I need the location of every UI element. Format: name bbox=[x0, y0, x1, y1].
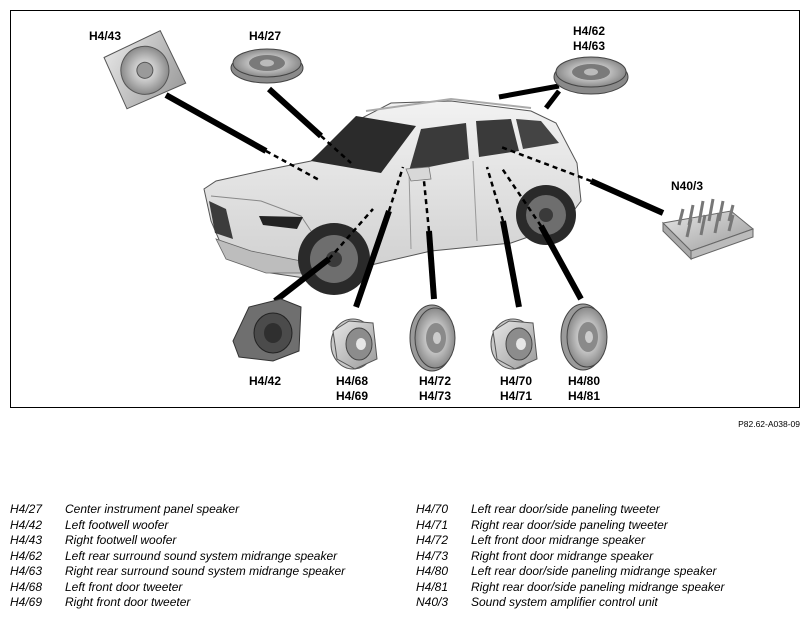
legend-row: H4/71 Right rear door/side paneling tweet… bbox=[416, 518, 724, 534]
label-h4-80: H4/80 bbox=[568, 374, 601, 388]
legend-desc: Left rear door/side paneling midrange sp… bbox=[471, 564, 717, 578]
label-h4-68-69: H4/68 H4/69 bbox=[336, 374, 368, 404]
legend-code: H4/73 bbox=[416, 548, 449, 563]
h4-80-81-speaker bbox=[560, 303, 608, 371]
legend-code: H4/72 bbox=[416, 533, 449, 547]
label-h4-70-71: H4/70 H4/71 bbox=[500, 374, 532, 404]
label-h4-43: H4/43 bbox=[89, 29, 122, 43]
h4-43-speaker bbox=[103, 30, 187, 110]
label-h4-69: H4/69 bbox=[336, 389, 369, 403]
legend-row: H4/80 Left rear door/side paneling midran… bbox=[416, 564, 724, 580]
label-h4-81: H4/81 bbox=[568, 389, 601, 403]
label-h4-63: H4/63 bbox=[573, 39, 606, 53]
diagram-drawing bbox=[103, 30, 755, 372]
label-h4-62-63: H4/62 H4/63 bbox=[573, 24, 605, 54]
legend-row: H4/27 Center instrument panel speaker bbox=[10, 502, 345, 518]
label-h4-80-81: H4/80 H4/81 bbox=[568, 374, 600, 404]
legend-row: H4/73 Right front door midrange speaker bbox=[416, 549, 724, 565]
label-h4-62: H4/62 bbox=[573, 24, 606, 38]
legend-right: H4/70 Left rear door/side paneling tweete… bbox=[416, 502, 724, 611]
legend-left: H4/27 Center instrument panel speaker H4/… bbox=[10, 502, 345, 611]
n40-3-amplifier bbox=[661, 198, 755, 261]
legend-row: H4/81 Right rear door/side paneling midra… bbox=[416, 580, 724, 596]
legend-desc: Right front door tweeter bbox=[65, 595, 191, 609]
legend-desc: Sound system amplifier control unit bbox=[471, 595, 658, 609]
figure-code: P82.62-A038-09 bbox=[738, 419, 800, 429]
legend-code: H4/27 bbox=[10, 502, 43, 516]
legend-code: H4/63 bbox=[10, 564, 43, 578]
label-h4-73: H4/73 bbox=[419, 389, 452, 403]
legend-code: N40/3 bbox=[416, 595, 449, 609]
legend-desc: Left footwell woofer bbox=[65, 517, 169, 532]
legend-desc: Right footwell woofer bbox=[65, 533, 177, 547]
legend-row: H4/70 Left rear door/side paneling tweete… bbox=[416, 502, 724, 518]
h4-42-speaker bbox=[232, 298, 302, 362]
legend-code: H4/42 bbox=[10, 517, 43, 532]
legend-desc: Left rear door/side paneling tweeter bbox=[471, 502, 660, 516]
label-h4-68: H4/68 bbox=[336, 374, 369, 388]
legend-row: H4/42 Left footwell woofer bbox=[10, 518, 345, 534]
legend-desc: Right rear door/side paneling tweeter bbox=[471, 517, 668, 532]
h4-72-73-speaker bbox=[409, 304, 456, 372]
legend-row: H4/68 Left front door tweeter bbox=[10, 580, 345, 596]
legend-row: H4/43 Right footwell woofer bbox=[10, 533, 345, 549]
leader-lines bbox=[164, 83, 665, 308]
legend-code: H4/80 bbox=[416, 564, 449, 578]
legend-desc: Left rear surround sound system midrange… bbox=[65, 548, 338, 563]
h4-27-speaker bbox=[230, 48, 304, 84]
label-h4-71: H4/71 bbox=[500, 389, 533, 403]
legend-code: H4/62 bbox=[10, 548, 43, 563]
legend-code: H4/68 bbox=[10, 579, 43, 594]
legend-row: H4/69 Right front door tweeter bbox=[10, 595, 345, 611]
label-h4-72-73: H4/72 H4/73 bbox=[419, 374, 451, 404]
vehicle-illustration bbox=[203, 97, 582, 295]
speaker-location-diagram: H4/43 H4/27 H4/62 H4/63 N40/3 H4/42 H4/6… bbox=[10, 10, 800, 408]
legend-row: H4/72 Left front door midrange speaker bbox=[416, 533, 724, 549]
legend-code: H4/71 bbox=[416, 517, 449, 532]
legend-desc: Center instrument panel speaker bbox=[65, 502, 240, 516]
legend-row: H4/62 Left rear surround sound system mid… bbox=[10, 549, 345, 565]
legend-desc: Right front door midrange speaker bbox=[471, 548, 654, 563]
label-h4-72: H4/72 bbox=[419, 374, 452, 388]
legend-desc: Left front door tweeter bbox=[65, 579, 183, 594]
legend-code: H4/70 bbox=[416, 502, 449, 516]
h4-62-63-speaker bbox=[553, 56, 629, 95]
legend-code: H4/81 bbox=[416, 579, 449, 594]
h4-68-69-speaker bbox=[330, 318, 378, 370]
legend-desc: Left front door midrange speaker bbox=[471, 533, 646, 547]
legend-desc: Right rear door/side paneling midrange s… bbox=[471, 579, 725, 594]
label-h4-70: H4/70 bbox=[500, 374, 533, 388]
legend-desc: Right rear surround sound system midrang… bbox=[65, 564, 346, 578]
legend-code: H4/69 bbox=[10, 595, 43, 609]
legend-code: H4/43 bbox=[10, 533, 43, 547]
legend-row: H4/63 Right rear surround sound system mi… bbox=[10, 564, 345, 580]
h4-70-71-speaker bbox=[490, 318, 538, 370]
label-n40-3: N40/3 bbox=[671, 179, 704, 193]
legend-row: N40/3 Sound system amplifier control unit bbox=[416, 595, 724, 611]
label-h4-42: H4/42 bbox=[249, 374, 282, 388]
label-h4-27: H4/27 bbox=[249, 29, 282, 43]
